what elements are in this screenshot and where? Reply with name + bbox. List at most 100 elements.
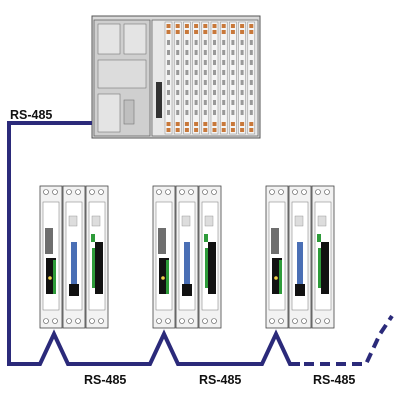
bus-label-segment-1: RS-485 xyxy=(84,373,126,387)
device-module xyxy=(265,185,289,329)
terminal-contact xyxy=(167,40,170,45)
device-module xyxy=(175,185,199,329)
terminal-contact xyxy=(240,60,244,65)
terminal-screw xyxy=(175,24,180,28)
terminal-screw xyxy=(184,30,189,34)
device-module xyxy=(39,185,63,329)
terminal-contact xyxy=(222,100,226,105)
terminal-screw xyxy=(249,128,254,132)
terminal-contact xyxy=(194,80,198,85)
terminal-block xyxy=(238,21,246,135)
terminal-contact xyxy=(176,100,180,105)
terminal-screw xyxy=(175,30,180,34)
terminal-contact xyxy=(194,60,198,65)
terminal-contact xyxy=(240,110,244,115)
terminal-block xyxy=(229,21,237,135)
terminal-screw xyxy=(240,30,245,34)
terminal-contact xyxy=(185,80,189,85)
terminal-contact xyxy=(203,90,207,95)
terminal-contact xyxy=(231,80,235,85)
terminal-contact xyxy=(203,100,207,105)
terminal-contact xyxy=(231,40,235,45)
terminal-contact xyxy=(222,40,226,45)
terminal-screw xyxy=(249,122,254,126)
terminal-block xyxy=(183,21,191,135)
terminal-block xyxy=(192,21,200,135)
terminal-contact xyxy=(240,70,244,75)
terminal-screw xyxy=(166,128,171,132)
terminal-contact xyxy=(213,110,216,115)
terminal-contact xyxy=(213,50,216,55)
terminal-screw xyxy=(212,128,217,132)
terminal-contact xyxy=(194,50,198,55)
plc-controller xyxy=(91,15,261,139)
terminal-contact xyxy=(222,70,226,75)
terminal-contact xyxy=(185,70,189,75)
terminal-screw xyxy=(240,128,245,132)
terminal-block xyxy=(210,21,219,135)
terminal-screw xyxy=(221,30,226,34)
terminal-contact xyxy=(203,110,207,115)
terminal-contact xyxy=(249,60,253,65)
terminal-screw xyxy=(184,128,189,132)
terminal-screw xyxy=(212,30,217,34)
terminal-screw xyxy=(249,24,254,28)
terminal-contact xyxy=(249,40,253,45)
device-module xyxy=(62,185,86,329)
terminal-contact xyxy=(240,40,244,45)
terminal-contact xyxy=(167,70,170,75)
terminal-screw xyxy=(203,128,208,132)
terminal-block xyxy=(164,21,173,135)
terminal-screw xyxy=(240,122,245,126)
terminal-contact xyxy=(185,110,189,115)
device-module xyxy=(288,185,312,329)
terminal-contact xyxy=(213,80,216,85)
device-groups xyxy=(39,185,335,329)
terminal-contact xyxy=(176,50,180,55)
terminal-screw xyxy=(184,24,189,28)
terminal-contact xyxy=(249,100,253,105)
terminal-screw xyxy=(221,128,226,132)
terminal-screw xyxy=(184,122,189,126)
terminal-contact xyxy=(176,70,180,75)
terminal-screw xyxy=(230,128,235,132)
bus-label-segment-3: RS-485 xyxy=(313,373,355,387)
terminal-contact xyxy=(222,90,226,95)
terminal-contact xyxy=(203,50,207,55)
terminal-screw xyxy=(240,24,245,28)
terminal-contact xyxy=(222,60,226,65)
terminal-contact xyxy=(213,100,216,105)
device-group xyxy=(265,185,335,329)
terminal-contact xyxy=(176,110,180,115)
terminal-contact xyxy=(249,90,253,95)
device-module xyxy=(152,185,176,329)
terminal-contact xyxy=(213,70,216,75)
terminal-contact xyxy=(240,50,244,55)
terminal-contact xyxy=(249,80,253,85)
terminal-contact xyxy=(194,110,198,115)
terminal-block xyxy=(173,21,182,135)
terminal-contact xyxy=(249,50,253,55)
terminal-contact xyxy=(185,50,189,55)
terminal-contact xyxy=(203,60,207,65)
terminal-contact xyxy=(176,90,180,95)
terminal-contact xyxy=(167,90,170,95)
terminal-contact xyxy=(203,40,207,45)
terminal-contact xyxy=(194,90,198,95)
terminal-screw xyxy=(175,122,180,126)
terminal-contact xyxy=(185,100,189,105)
terminal-contact xyxy=(185,60,189,65)
bus-label-segment-2: RS-485 xyxy=(199,373,241,387)
terminal-contact xyxy=(167,50,170,55)
terminal-screw xyxy=(175,128,180,132)
terminal-screw xyxy=(203,122,208,126)
terminal-contact xyxy=(231,90,235,95)
terminal-screw xyxy=(203,30,208,34)
terminal-contact xyxy=(167,80,170,85)
terminal-screw xyxy=(221,122,226,126)
terminal-contact xyxy=(240,80,244,85)
terminal-contact xyxy=(176,60,180,65)
terminal-screw xyxy=(194,122,199,126)
terminal-screw xyxy=(194,128,199,132)
